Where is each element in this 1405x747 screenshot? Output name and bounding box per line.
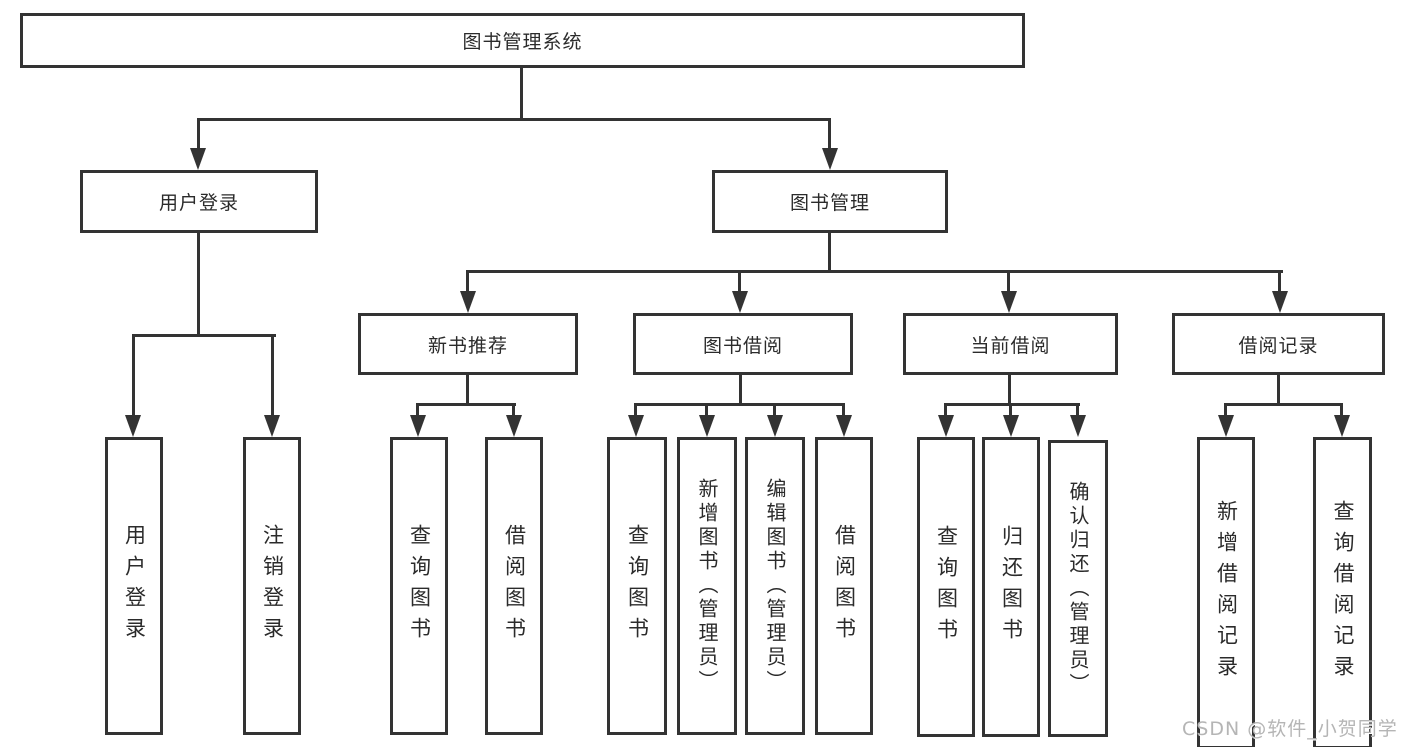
arrowhead-down-icon: [628, 415, 644, 437]
connector-line: [466, 375, 469, 405]
connector-line: [197, 233, 200, 336]
arrowhead-down-icon: [410, 415, 426, 437]
arrowhead-down-icon: [767, 415, 783, 437]
node-leaf-query-borrow-record-label: 查询借阅记录: [1331, 500, 1355, 686]
connector-line: [1278, 273, 1281, 292]
node-book-management-label: 图书管理: [789, 192, 870, 214]
connector-line: [705, 405, 708, 417]
connector-line: [1008, 375, 1011, 405]
connector-line: [466, 270, 1283, 273]
connector-line: [773, 405, 776, 417]
arrowhead-down-icon: [1218, 415, 1234, 437]
node-leaf-query-book-3: 查询图书: [917, 437, 975, 737]
node-leaf-borrow-book-1: 借阅图书: [485, 437, 543, 735]
connector-line: [1224, 403, 1343, 406]
arrowhead-down-icon: [1070, 415, 1086, 437]
node-leaf-add-borrow-record-label: 新增借阅记录: [1214, 500, 1239, 686]
connector-line: [512, 405, 515, 417]
connector-line: [466, 273, 469, 292]
node-leaf-confirm-return-admin: 确认归还（管理员）: [1048, 440, 1108, 737]
connector-line: [739, 375, 742, 405]
connector-line: [416, 403, 516, 406]
node-user-login-label: 用户登录: [158, 192, 239, 214]
node-leaf-add-book-admin-label: 新增图书（管理员）: [695, 478, 719, 694]
node-leaf-query-book-1: 查询图书: [390, 437, 448, 735]
arrowhead-down-icon: [1334, 415, 1350, 437]
connector-line: [828, 121, 831, 150]
node-leaf-edit-book-admin: 编辑图书（管理员）: [745, 437, 805, 735]
node-leaf-query-book-1-label: 查询图书: [407, 524, 432, 648]
arrowhead-down-icon: [699, 415, 715, 437]
node-leaf-query-book-2: 查询图书: [607, 437, 667, 735]
arrowhead-down-icon: [822, 148, 838, 170]
node-leaf-return-book: 归还图书: [982, 437, 1040, 737]
node-current-borrow-label: 当前借阅: [970, 334, 1051, 357]
node-leaf-user-login-label: 用户登录: [122, 524, 147, 648]
arrowhead-down-icon: [1001, 291, 1017, 313]
connector-line: [197, 121, 200, 150]
node-leaf-confirm-return-admin-label: 确认归还（管理员）: [1066, 480, 1090, 697]
node-leaf-add-book-admin: 新增图书（管理员）: [677, 437, 737, 735]
node-leaf-add-borrow-record: 新增借阅记录: [1197, 437, 1255, 747]
node-new-book-recommend-label: 新书推荐: [427, 334, 508, 357]
node-leaf-logout: 注销登录: [243, 437, 301, 735]
connector-line: [842, 405, 845, 417]
connector-line: [1224, 405, 1227, 417]
node-book-borrow-label: 图书借阅: [702, 334, 783, 357]
node-leaf-query-book-2-label: 查询图书: [625, 524, 650, 648]
node-book-management: 图书管理: [712, 170, 948, 233]
node-leaf-borrow-book-2-label: 借阅图书: [832, 524, 857, 648]
arrowhead-down-icon: [836, 415, 852, 437]
arrowhead-down-icon: [732, 291, 748, 313]
arrowhead-down-icon: [1003, 415, 1019, 437]
arrowhead-down-icon: [264, 415, 280, 437]
node-leaf-logout-label: 注销登录: [260, 524, 285, 648]
connector-line: [197, 118, 831, 121]
arrowhead-down-icon: [460, 291, 476, 313]
connector-line: [132, 336, 135, 416]
node-borrow-records-label: 借阅记录: [1238, 334, 1319, 357]
connector-line: [1340, 405, 1343, 417]
connector-line: [944, 405, 947, 417]
arrowhead-down-icon: [125, 415, 141, 437]
connector-line: [1007, 273, 1010, 292]
node-leaf-edit-book-admin-label: 编辑图书（管理员）: [763, 478, 787, 694]
connector-line: [520, 68, 523, 120]
arrowhead-down-icon: [1272, 291, 1288, 313]
node-root-label: 图书管理系统: [462, 31, 583, 53]
connector-line: [132, 334, 276, 337]
node-new-book-recommend: 新书推荐: [358, 313, 578, 375]
arrowhead-down-icon: [938, 415, 954, 437]
node-borrow-records: 借阅记录: [1172, 313, 1385, 375]
node-leaf-borrow-book-1-label: 借阅图书: [502, 524, 527, 648]
node-leaf-return-book-label: 归还图书: [999, 525, 1024, 649]
connector-line: [944, 403, 1080, 406]
connector-line: [1076, 405, 1079, 417]
arrowhead-down-icon: [506, 415, 522, 437]
connector-line: [634, 405, 637, 417]
connector-line: [738, 273, 741, 292]
arrowhead-down-icon: [190, 148, 206, 170]
connector-line: [416, 405, 419, 417]
node-book-borrow: 图书借阅: [633, 313, 853, 375]
node-root: 图书管理系统: [20, 13, 1025, 68]
connector-line: [1277, 375, 1280, 405]
node-leaf-query-book-3-label: 查询图书: [934, 525, 959, 649]
watermark: CSDN @软件_小贺同学: [1182, 718, 1398, 740]
connector-line: [1009, 405, 1012, 417]
node-leaf-borrow-book-2: 借阅图书: [815, 437, 873, 735]
node-user-login: 用户登录: [80, 170, 318, 233]
node-leaf-user-login: 用户登录: [105, 437, 163, 735]
node-current-borrow: 当前借阅: [903, 313, 1118, 375]
connector-line: [271, 336, 274, 416]
connector-line: [634, 403, 845, 406]
connector-line: [828, 233, 831, 273]
node-leaf-query-borrow-record: 查询借阅记录: [1313, 437, 1372, 747]
